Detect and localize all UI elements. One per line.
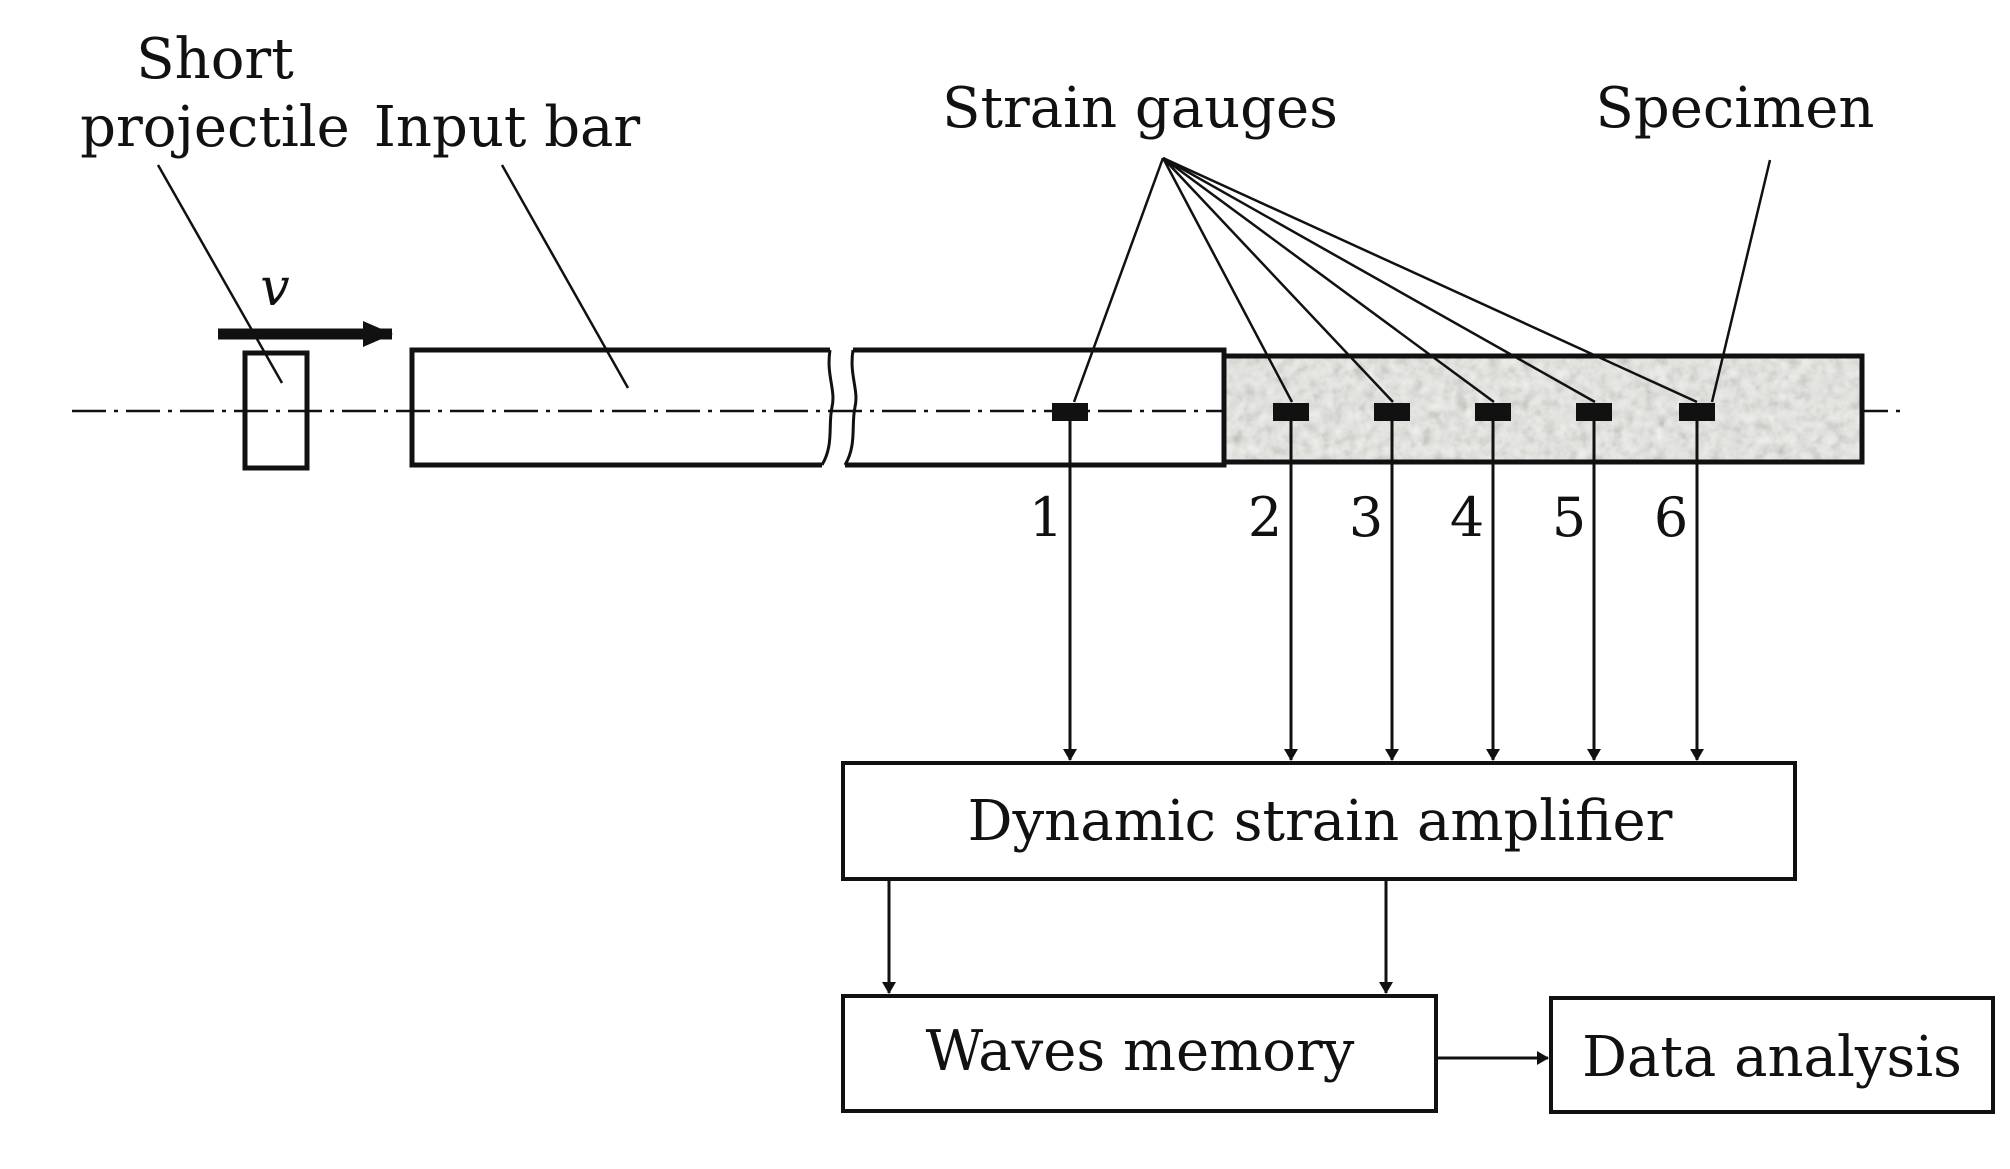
projectile-leader-line (156, 164, 284, 384)
specimen-label: Specimen (1596, 76, 1875, 141)
gauge-leader-line-1 (1072, 157, 1165, 403)
input-bar-segment-1 (409, 347, 830, 468)
dynamic-strain-amplifier-box (841, 761, 1797, 881)
strain-gauge-4 (1475, 403, 1511, 421)
strain-gauge-5 (1576, 403, 1612, 421)
strain-gauge-2 (1273, 403, 1309, 421)
velocity-label: v (260, 258, 289, 318)
specimen-texture (1224, 358, 1860, 460)
data-analysis-box (1549, 996, 1995, 1114)
strain-gauge-1 (1052, 403, 1088, 421)
gauge-number-5: 5 (1552, 486, 1586, 549)
gauge-leader-line-6 (1162, 156, 1698, 404)
input-bar-segment-2 (845, 347, 1227, 468)
gauge-number-4: 4 (1450, 486, 1484, 549)
waves-memory-label: Waves memory (926, 1019, 1355, 1084)
strain-gauge-3 (1374, 403, 1410, 421)
input-bar-leader-line (500, 164, 630, 389)
data-analysis-label: Data analysis (1582, 1025, 1962, 1090)
specimen-leader-line (1710, 159, 1772, 403)
strain-gauge-6 (1679, 403, 1715, 421)
gauge-number-6: 6 (1654, 486, 1688, 549)
short-projectile-label-line2: projectile (80, 95, 350, 160)
waves-memory-box (841, 994, 1438, 1113)
input-bar-label: Input bar (374, 95, 641, 160)
gauge-leader-line-2 (1161, 157, 1294, 403)
gauge-leader-line-4 (1162, 156, 1495, 404)
gauge-number-1: 1 (1029, 486, 1063, 549)
gauge-leader-line-5 (1162, 156, 1596, 404)
input-bar-break-left (820, 349, 835, 466)
dynamic-strain-amplifier-label: Dynamic strain amplifier (968, 789, 1673, 854)
short-projectile (242, 350, 310, 471)
gauge-leader-line-3 (1162, 157, 1394, 403)
short-projectile-label-line1: Short (136, 27, 294, 92)
gauge-number-3: 3 (1349, 486, 1383, 549)
specimen (1221, 353, 1865, 465)
input-bar-break-right (843, 349, 858, 466)
gauge-number-2: 2 (1248, 486, 1282, 549)
strain-gauges-label: Strain gauges (942, 76, 1338, 141)
